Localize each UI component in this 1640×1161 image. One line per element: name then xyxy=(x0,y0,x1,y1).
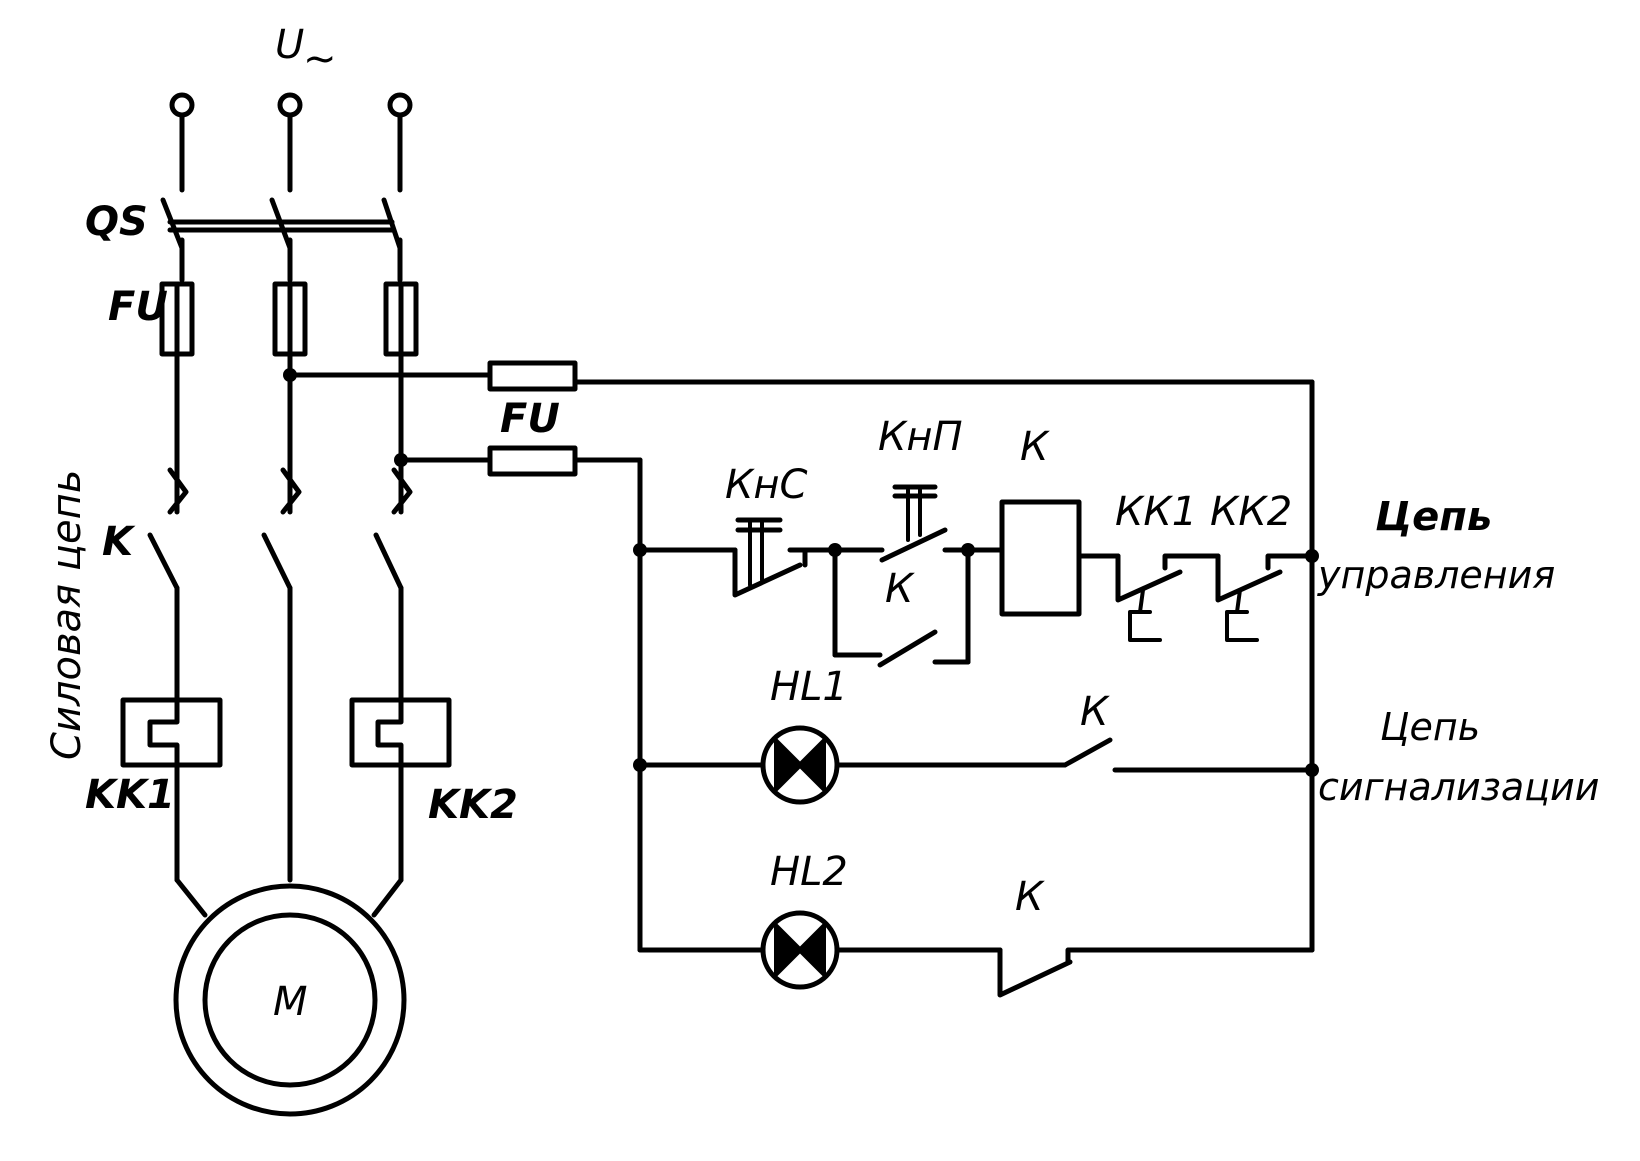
thermal-relay-kk2 xyxy=(349,697,452,883)
signal-rung-hl2 xyxy=(637,910,1315,998)
control-feed xyxy=(283,360,1315,953)
qs-label: QS xyxy=(85,199,148,245)
power-contactor-k xyxy=(147,467,413,883)
motor xyxy=(173,877,407,1117)
control-rung xyxy=(633,484,1319,668)
holding-k-label: К xyxy=(885,566,915,612)
kk1-power-label: KK1 xyxy=(85,772,175,818)
supply-ac-symbol: ~ xyxy=(303,36,337,82)
coil-k-label: К xyxy=(1020,424,1050,470)
k-hl2-label: К xyxy=(1015,874,1045,920)
power-fuses xyxy=(159,281,419,357)
supply-label: U xyxy=(275,22,304,68)
control-circuit-label-2: управления xyxy=(1317,553,1555,597)
control-circuit-label-1: Цепь xyxy=(1375,494,1492,540)
qs-switch xyxy=(160,197,403,283)
kk1-ctrl-label: КК1 xyxy=(1115,489,1197,535)
hl2-label: HL2 xyxy=(770,849,848,895)
kk2-power-label: KK2 xyxy=(428,782,518,828)
fu-power-label: FU xyxy=(108,284,168,330)
signal-circuit-label-2: сигнализации xyxy=(1318,765,1599,809)
hl1-label: HL1 xyxy=(770,664,848,710)
kk2-ctrl-label: КК2 xyxy=(1210,489,1292,535)
k-power-label: K xyxy=(102,519,136,565)
signal-circuit-label-1: Цепь xyxy=(1380,705,1480,749)
motor-label: M xyxy=(273,979,308,1025)
thermal-relay-kk1 xyxy=(120,697,223,883)
power-circuit-label: Силовая цепь xyxy=(44,470,90,760)
k-hl1-label: К xyxy=(1080,689,1110,735)
fu-control-label: FU xyxy=(500,396,560,442)
supply-terminals xyxy=(169,92,413,193)
signal-rung-hl1 xyxy=(633,725,1319,805)
knc-label: КнС xyxy=(725,462,808,508)
knp-label: КнП xyxy=(878,414,963,460)
